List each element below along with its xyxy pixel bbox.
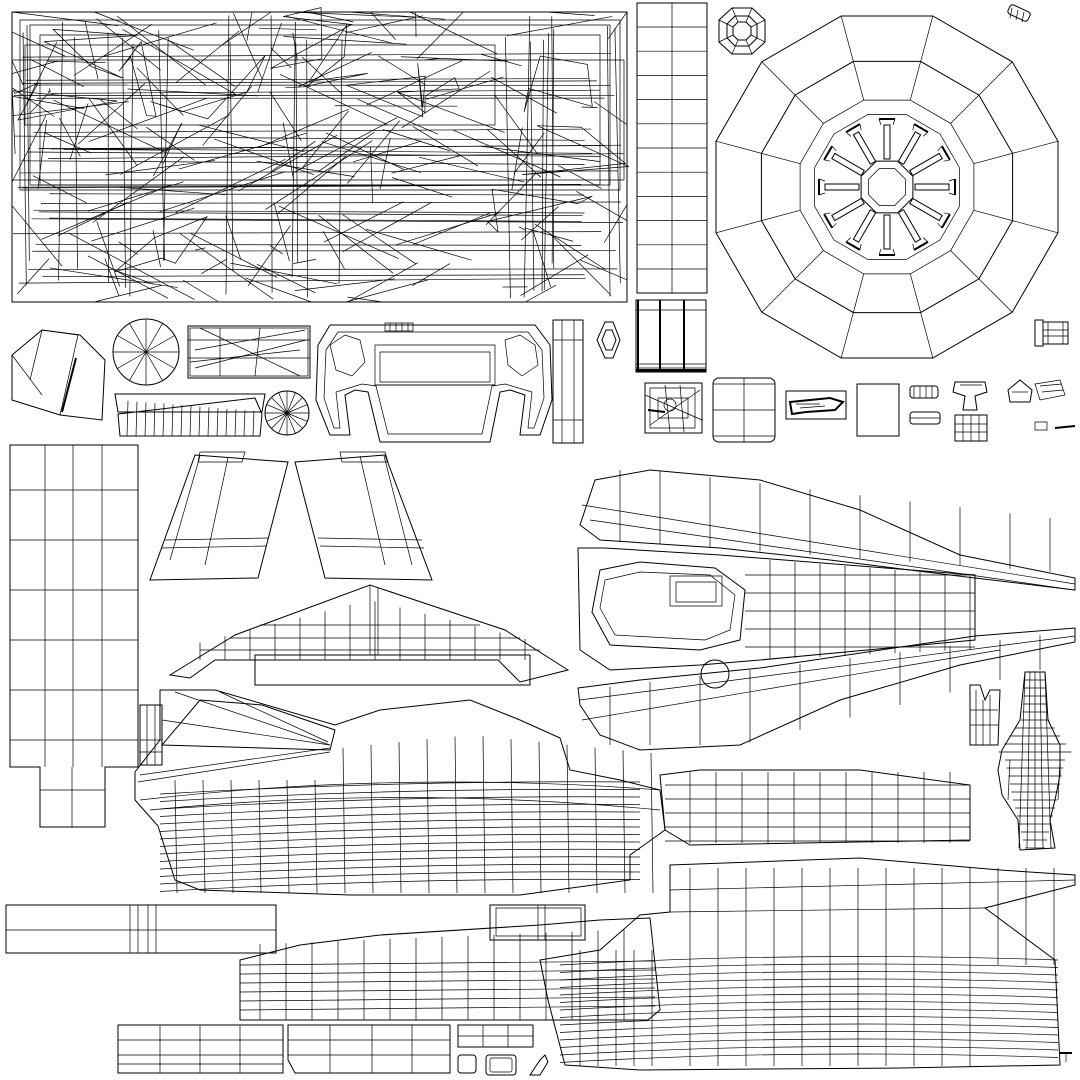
dark-stripes	[636, 300, 706, 372]
bottom-strips	[118, 1025, 548, 1075]
tall-column	[10, 445, 138, 827]
trapezoid-left	[150, 452, 288, 580]
hull-top-right	[580, 470, 1075, 590]
hull-left-large	[135, 690, 665, 895]
panel-strip	[115, 394, 265, 436]
strip-tall	[637, 3, 707, 293]
small-circle	[265, 391, 309, 435]
small-octagon	[719, 8, 765, 54]
wedge-block	[188, 326, 310, 378]
tangled-cluster	[12, 8, 629, 302]
bottle-shape	[970, 672, 1071, 850]
wing-panel	[170, 585, 568, 685]
small-capsule	[1007, 4, 1031, 22]
vertical-strip	[553, 320, 583, 443]
small-arrows	[1060, 1053, 1072, 1062]
hull-right-lower	[6, 858, 1075, 1070]
radial-disk	[716, 16, 1058, 358]
hull-mid-right	[578, 548, 1075, 750]
small-hex	[597, 322, 620, 358]
fan-circle	[113, 319, 179, 385]
tiny-parts-row	[645, 378, 1075, 442]
frame-piece	[316, 323, 552, 442]
left-hexagon	[12, 330, 105, 420]
boat-hull-mid	[660, 770, 970, 845]
trapezoid-right	[295, 452, 432, 580]
small-bars	[1035, 320, 1068, 346]
